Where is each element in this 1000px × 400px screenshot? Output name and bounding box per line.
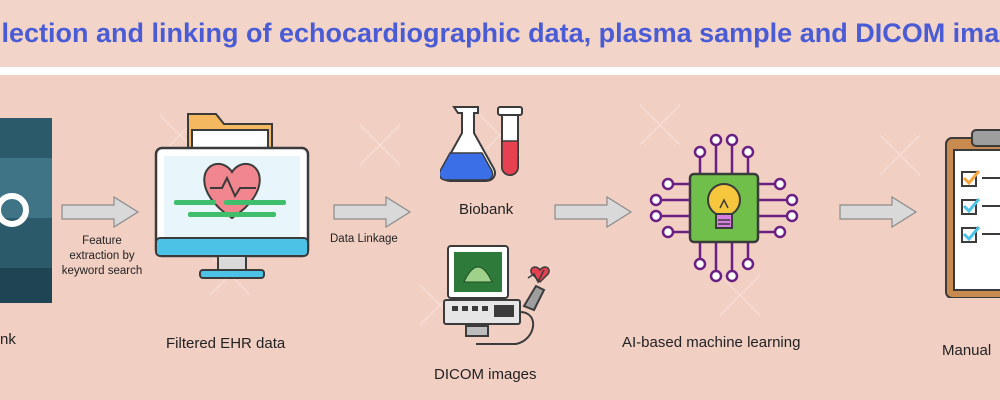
edge-label-line: extraction by (69, 250, 135, 262)
title-bar: llection and linking of echocardiographi… (0, 0, 1000, 70)
node-label-ai: AI-based machine learning (622, 334, 801, 351)
node-label-biobank: Biobank (459, 201, 514, 218)
test-tubes-icon (440, 106, 523, 182)
edge-label-feature-extraction: Feature extraction by keyword search (56, 234, 148, 279)
edge-label-line: Feature (82, 235, 122, 247)
arrow-1 (61, 195, 140, 229)
node-label-dicom: DICOM images (434, 366, 537, 383)
arrow-4 (839, 195, 918, 229)
ai-chip-icon (649, 133, 799, 283)
arrow-2 (333, 195, 412, 229)
node-label-left-bank: nk (0, 331, 16, 348)
edge-label-line: keyword search (61, 265, 143, 277)
node-label-filtered-ehr: Filtered EHR data (166, 335, 286, 352)
ehr-monitor-icon (154, 113, 310, 279)
arrow-3 (554, 195, 633, 229)
node-label-manual: Manual (942, 342, 992, 359)
title-separator (0, 67, 1000, 75)
database-photo-icon (0, 118, 52, 303)
ultrasound-machine-icon (443, 245, 550, 345)
diagram-title: llection and linking of echocardiographi… (0, 18, 1000, 48)
clipboard-checklist-icon (945, 129, 1000, 298)
edge-label-data-linkage: Data Linkage (330, 233, 398, 245)
